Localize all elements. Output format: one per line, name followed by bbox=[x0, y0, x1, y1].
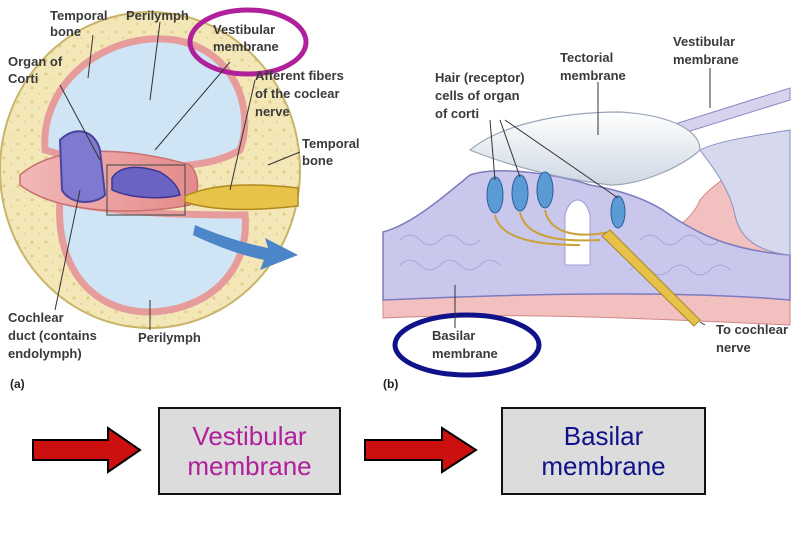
panel-a-leader-lines bbox=[54, 21, 301, 330]
red-arrow-right bbox=[364, 426, 478, 474]
panel-a-label: (a) bbox=[10, 377, 25, 391]
tectorial-membrane bbox=[468, 111, 701, 186]
label-perilymph-top: Perilymph bbox=[126, 8, 189, 23]
red-arrow-left bbox=[32, 426, 142, 474]
basilar-line2: membrane bbox=[541, 451, 666, 481]
hair-cells bbox=[486, 171, 626, 229]
vestibular-line2: membrane bbox=[187, 451, 312, 481]
panel-b-label: (b) bbox=[383, 377, 398, 391]
cochlear-nerve-bundle bbox=[601, 229, 701, 327]
inset-box bbox=[106, 164, 186, 216]
answer-box-vestibular: Vestibular membrane bbox=[158, 407, 341, 495]
panel-b-leader-lines bbox=[454, 68, 711, 328]
basilar-line1: Basilar bbox=[563, 421, 644, 451]
nerve-fibers bbox=[494, 209, 611, 246]
answer-box-basilar: Basilar membrane bbox=[501, 407, 706, 495]
vestibular-line1: Vestibular bbox=[192, 421, 307, 451]
label-perilymph-bottom: Perilymph bbox=[138, 330, 201, 345]
vestibular-highlight-ellipse bbox=[187, 7, 309, 77]
cochlear-nerve bbox=[184, 184, 299, 211]
cell-texture bbox=[399, 234, 731, 276]
blue-arrow bbox=[193, 225, 298, 270]
outer-cell-column bbox=[699, 129, 791, 256]
basilar-highlight-ellipse bbox=[392, 312, 542, 378]
tunnel-of-corti bbox=[564, 199, 591, 266]
organ-of-corti-cells bbox=[111, 166, 181, 199]
